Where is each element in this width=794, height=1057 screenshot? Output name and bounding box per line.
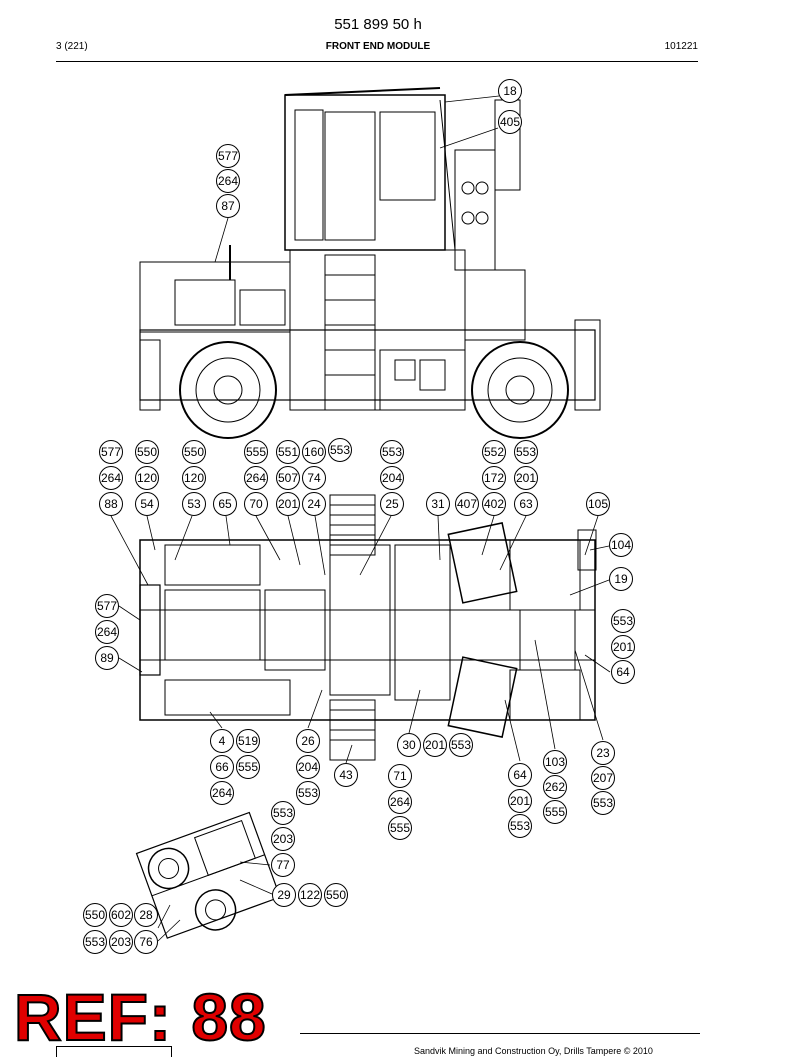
callout: 26 bbox=[296, 729, 320, 753]
callout: 4 bbox=[210, 729, 234, 753]
callout: 76 bbox=[134, 930, 158, 954]
callout: 29 bbox=[272, 883, 296, 907]
callout: 120 bbox=[182, 466, 206, 490]
callout: 19 bbox=[609, 567, 633, 591]
callout: 53 bbox=[182, 492, 206, 516]
header-rule bbox=[56, 61, 698, 62]
callout: 31 bbox=[426, 492, 450, 516]
callout: 103 bbox=[543, 750, 567, 774]
callout: 24 bbox=[302, 492, 326, 516]
callout: 553 bbox=[380, 440, 404, 464]
detail-view bbox=[135, 811, 281, 939]
callout: 201 bbox=[276, 492, 300, 516]
callout: 264 bbox=[216, 169, 240, 193]
callout: 262 bbox=[543, 775, 567, 799]
callout: 120 bbox=[135, 466, 159, 490]
callout: 553 bbox=[296, 781, 320, 805]
callout: 550 bbox=[182, 440, 206, 464]
callout: 551 bbox=[276, 440, 300, 464]
callout: 74 bbox=[302, 466, 326, 490]
callout: 552 bbox=[482, 440, 506, 464]
callout: 602 bbox=[109, 903, 133, 927]
callout: 207 bbox=[591, 766, 615, 790]
callout: 23 bbox=[591, 741, 615, 765]
callout: 555 bbox=[244, 440, 268, 464]
callout: 64 bbox=[611, 660, 635, 684]
callout: 553 bbox=[328, 438, 352, 462]
callout: 201 bbox=[611, 635, 635, 659]
footer-rule bbox=[300, 1033, 700, 1034]
callout: 264 bbox=[99, 466, 123, 490]
callout: 577 bbox=[95, 594, 119, 618]
callout: 553 bbox=[508, 814, 532, 838]
callout: 507 bbox=[276, 466, 300, 490]
document-code: 101221 bbox=[664, 41, 698, 52]
callout: 203 bbox=[271, 827, 295, 851]
callout: 18 bbox=[498, 79, 522, 103]
reference-watermark: REF: 88 bbox=[13, 980, 267, 1054]
callout: 88 bbox=[99, 492, 123, 516]
callout: 89 bbox=[95, 646, 119, 670]
callout: 204 bbox=[380, 466, 404, 490]
callout: 553 bbox=[591, 791, 615, 815]
callout: 43 bbox=[334, 763, 358, 787]
callout: 550 bbox=[135, 440, 159, 464]
callout: 77 bbox=[271, 853, 295, 877]
page-number: 3 (221) bbox=[56, 41, 88, 52]
callout: 264 bbox=[210, 781, 234, 805]
callout: 203 bbox=[109, 930, 133, 954]
callout: 577 bbox=[99, 440, 123, 464]
leader-lines bbox=[110, 95, 611, 942]
callout: 553 bbox=[271, 801, 295, 825]
callout: 65 bbox=[213, 492, 237, 516]
callout: 553 bbox=[611, 609, 635, 633]
callout: 555 bbox=[388, 816, 412, 840]
callout: 577 bbox=[216, 144, 240, 168]
callout: 264 bbox=[388, 790, 412, 814]
callout: 87 bbox=[216, 194, 240, 218]
callout: 553 bbox=[449, 733, 473, 757]
callout: 204 bbox=[296, 755, 320, 779]
copyright-text: Sandvik Mining and Construction Oy, Dril… bbox=[414, 1046, 653, 1056]
top-view-vehicle bbox=[139, 494, 597, 761]
callout: 550 bbox=[83, 903, 107, 927]
callout: 30 bbox=[397, 733, 421, 757]
callout: 402 bbox=[482, 492, 506, 516]
callout: 105 bbox=[586, 492, 610, 516]
callout: 553 bbox=[83, 930, 107, 954]
document-number: 551 899 50 h bbox=[334, 16, 422, 33]
callout: 172 bbox=[482, 466, 506, 490]
callout: 104 bbox=[609, 533, 633, 557]
side-view-vehicle bbox=[139, 87, 601, 439]
callout: 555 bbox=[543, 800, 567, 824]
callout: 54 bbox=[135, 492, 159, 516]
brand-logo bbox=[56, 1046, 172, 1057]
callout: 553 bbox=[514, 440, 538, 464]
callout: 519 bbox=[236, 729, 260, 753]
callout: 201 bbox=[423, 733, 447, 757]
callout: 201 bbox=[514, 466, 538, 490]
callout: 201 bbox=[508, 789, 532, 813]
callout: 264 bbox=[95, 620, 119, 644]
section-title: FRONT END MODULE bbox=[325, 41, 431, 52]
callout: 550 bbox=[324, 883, 348, 907]
callout: 64 bbox=[508, 763, 532, 787]
callout: 28 bbox=[134, 903, 158, 927]
callout: 66 bbox=[210, 755, 234, 779]
callout: 555 bbox=[236, 755, 260, 779]
callout: 25 bbox=[380, 492, 404, 516]
callout: 70 bbox=[244, 492, 268, 516]
callout: 407 bbox=[455, 492, 479, 516]
callout: 63 bbox=[514, 492, 538, 516]
callout: 264 bbox=[244, 466, 268, 490]
callout: 160 bbox=[302, 440, 326, 464]
callout: 405 bbox=[498, 110, 522, 134]
callout: 71 bbox=[388, 764, 412, 788]
callout: 122 bbox=[298, 883, 322, 907]
